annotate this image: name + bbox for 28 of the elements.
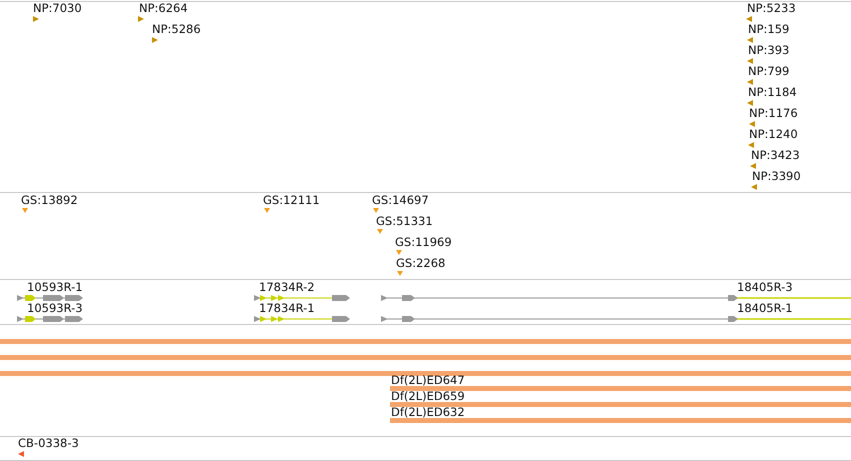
feature-label: GS:14697 <box>372 194 429 207</box>
feature-label: GS:51331 <box>376 215 433 228</box>
feature-label: GS:12111 <box>263 194 320 207</box>
feature-label: GS:13892 <box>21 194 78 207</box>
feature-label: NP:1176 <box>749 107 798 120</box>
feature-label: 17834R-2 <box>259 281 315 294</box>
deletion-label: Df(2L)ED632 <box>391 406 465 419</box>
feature-label: NP:1184 <box>748 86 797 99</box>
feature-label: NP:3390 <box>752 170 801 183</box>
feature-label: NP:7030 <box>33 2 82 15</box>
feature-label: 18405R-3 <box>737 281 793 294</box>
feature-label: 17834R-1 <box>259 302 315 315</box>
feature-label: CB-0338-3 <box>18 437 79 450</box>
feature-label: NP:1240 <box>749 128 798 141</box>
feature-label: NP:5286 <box>152 23 201 36</box>
deletion-label: Df(2L)ED647 <box>391 374 465 387</box>
feature-label: 18405R-1 <box>737 302 793 315</box>
feature-label: NP:159 <box>748 23 790 36</box>
feature-label: NP:393 <box>748 44 790 57</box>
feature-label: NP:6264 <box>139 2 188 15</box>
feature-label: NP:799 <box>748 65 790 78</box>
feature-label: 10593R-3 <box>27 302 83 315</box>
feature-label: NP:5233 <box>747 2 796 15</box>
deletion-label: Df(2L)ED659 <box>391 390 465 403</box>
feature-label: NP:3423 <box>751 149 800 162</box>
feature-label: GS:11969 <box>395 236 452 249</box>
feature-label: 10593R-1 <box>27 281 83 294</box>
feature-label: GS:2268 <box>396 257 446 270</box>
